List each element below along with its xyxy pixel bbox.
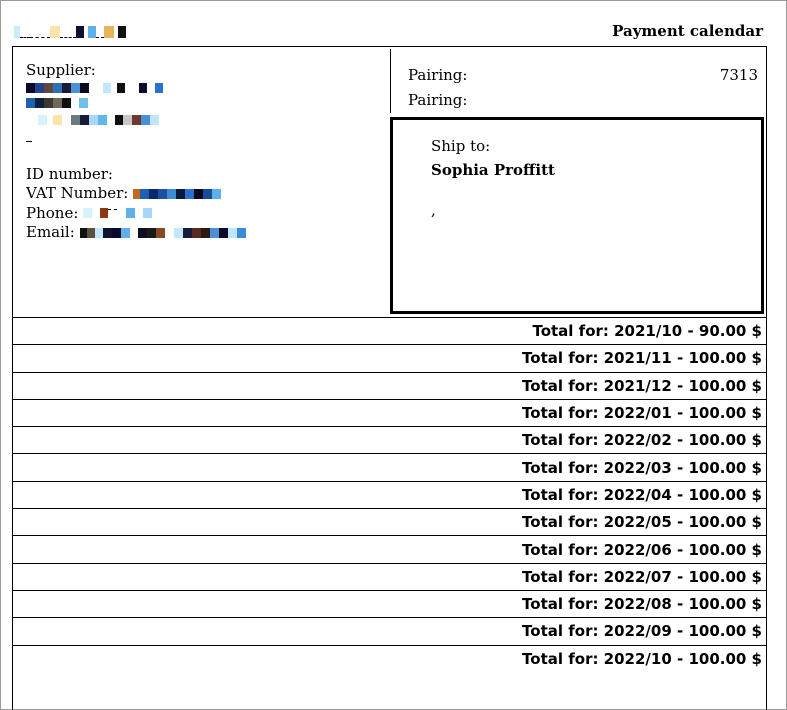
- document-title: Payment calendar: [612, 22, 763, 40]
- redacted-email: [79, 227, 246, 239]
- total-row: Total for: 2022/03 - 100.00 $: [13, 453, 766, 480]
- pairing-row-1: Pairing: 7313: [408, 63, 758, 88]
- ship-to-label: Ship to:: [431, 137, 491, 155]
- supplier-label: Supplier:: [26, 61, 96, 79]
- total-row: Total for: 2022/10 - 100.00 $: [13, 644, 766, 672]
- pairing-area: Pairing: 7313 Pairing:: [408, 63, 758, 113]
- redacted-supplier-address-2: [26, 114, 246, 126]
- total-row: Total for: 2022/08 - 100.00 $: [13, 589, 766, 617]
- total-row: Total for: 2022/07 - 100.00 $: [13, 562, 766, 590]
- ship-to-address: ,: [431, 201, 436, 219]
- pairing-value-1: 7313: [719, 66, 758, 84]
- id-number-label: ID number:: [26, 164, 113, 183]
- invoice-box: Supplier: ID number: VAT Number: Phone:: [12, 46, 767, 710]
- redacted-phone: [83, 208, 153, 219]
- total-row: Total for: 2022/09 - 100.00 $: [13, 617, 766, 644]
- ship-to-box: Ship to: Sophia Proffitt ,: [390, 117, 764, 314]
- pairing-label-2: Pairing:: [408, 91, 468, 109]
- redacted-vat-number: [133, 188, 222, 200]
- total-row: Total for: 2021/10 - 90.00 $: [13, 317, 766, 344]
- email-row: Email:: [26, 223, 246, 243]
- redacted-supplier-address-3: [26, 134, 246, 145]
- total-row: Total for: 2022/04 - 100.00 $: [13, 480, 766, 508]
- payment-totals-list: Total for: 2021/10 - 90.00 $ Total for: …: [13, 317, 766, 672]
- redacted-supplier-address-1: [26, 97, 246, 109]
- phone-row: Phone:: [26, 204, 246, 224]
- total-row: Total for: 2021/12 - 100.00 $: [13, 371, 766, 399]
- vat-number-row: VAT Number:: [26, 184, 246, 204]
- pairing-row-2: Pairing:: [408, 88, 758, 113]
- total-row: Total for: 2022/05 - 100.00 $: [13, 508, 766, 535]
- pairing-label-1: Pairing:: [408, 66, 468, 84]
- header-divider: [390, 49, 391, 113]
- total-row: Total for: 2022/06 - 100.00 $: [13, 535, 766, 562]
- total-row: Total for: 2021/11 - 100.00 $: [13, 344, 766, 371]
- supplier-block: Supplier: ID number: VAT Number: Phone:: [26, 61, 246, 243]
- total-row: Total for: 2022/02 - 100.00 $: [13, 426, 766, 453]
- vat-number-label: VAT Number:: [26, 184, 129, 202]
- email-label: Email:: [26, 223, 75, 241]
- phone-label: Phone:: [26, 203, 79, 222]
- redacted-supplier-name: [26, 82, 246, 94]
- redacted-company-logo: [14, 24, 126, 38]
- ship-to-name: Sophia Proffitt: [431, 161, 555, 179]
- total-row: Total for: 2022/01 - 100.00 $: [13, 398, 766, 426]
